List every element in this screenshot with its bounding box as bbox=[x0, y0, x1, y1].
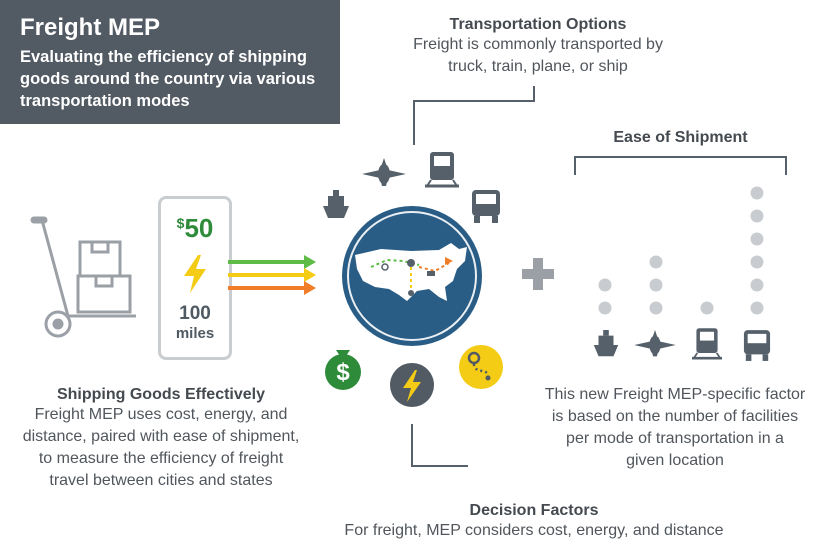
transport-options-line-2: truck, train, plane, or ship bbox=[448, 58, 628, 75]
shipping-block: Shipping Goods Effectively Freight MEP u… bbox=[10, 386, 312, 492]
ease-plane-icon bbox=[634, 330, 676, 357]
truck-icon bbox=[472, 190, 500, 223]
shipping-line-1: Freight MEP uses cost, energy, and bbox=[34, 406, 288, 423]
shipping-heading: Shipping Goods Effectively bbox=[56, 386, 266, 403]
price-card: $50 100 miles bbox=[158, 196, 232, 360]
page-subtitle: Evaluating the efficiency of shipping go… bbox=[20, 48, 316, 110]
ease-dot-plane bbox=[649, 255, 663, 269]
ease-heading: Ease of Shipment bbox=[613, 129, 748, 146]
ease-dot-train bbox=[700, 301, 714, 315]
miles-unit: miles bbox=[175, 325, 215, 342]
plane-icon bbox=[362, 158, 406, 186]
price-value: $50 bbox=[161, 213, 229, 244]
transport-options-block: Transportation Options Freight is common… bbox=[380, 16, 696, 78]
ease-truck-icon bbox=[743, 330, 771, 361]
ease-dot-truck bbox=[750, 209, 764, 223]
plus-icon bbox=[522, 258, 554, 290]
shipping-line-2: distance, paired with ease of shipment, bbox=[22, 428, 300, 445]
ease-dot-truck bbox=[750, 186, 764, 200]
us-map-circle bbox=[342, 206, 482, 346]
ease-dot-truck bbox=[750, 301, 764, 315]
hand-truck-icon bbox=[30, 216, 136, 338]
currency-symbol: $ bbox=[176, 215, 185, 231]
ease-description-line-1: This new Freight MEP-specific factor bbox=[544, 386, 806, 403]
decision-body: For freight, MEP considers cost, energy,… bbox=[344, 522, 724, 539]
factor-arrows bbox=[228, 255, 316, 295]
lightning-icon bbox=[184, 255, 206, 293]
shipping-line-4: travel between cities and states bbox=[49, 472, 273, 489]
decision-heading: Decision Factors bbox=[469, 502, 599, 519]
train-icon bbox=[425, 152, 459, 188]
ease-description-line-4: given location bbox=[626, 452, 724, 469]
transport-options-line-1: Freight is commonly transported by bbox=[413, 36, 663, 53]
decision-block: Decision Factors For freight, MEP consid… bbox=[300, 502, 768, 542]
page-title: Freight MEP bbox=[20, 14, 161, 41]
ease-dot-ship bbox=[598, 278, 612, 292]
ease-train-icon bbox=[692, 328, 722, 360]
money-bag-icon: $ bbox=[325, 350, 361, 390]
ease-ship-icon bbox=[593, 330, 619, 357]
svg-text:$: $ bbox=[336, 359, 350, 386]
ease-dot-ship bbox=[598, 301, 612, 315]
shipping-line-3: to measure the efficiency of freight bbox=[38, 450, 284, 467]
ease-dot-truck bbox=[750, 278, 764, 292]
ship-icon bbox=[323, 190, 349, 218]
ease-dot-plane bbox=[649, 278, 663, 292]
ease-dot-plane bbox=[649, 301, 663, 315]
price-amount: 50 bbox=[184, 213, 214, 243]
miles-value: 100 bbox=[179, 303, 211, 324]
header-box: Freight MEP Evaluating the efficiency of… bbox=[0, 0, 340, 124]
ease-dot-truck bbox=[750, 255, 764, 269]
energy-icon bbox=[390, 363, 434, 407]
transport-options-heading: Transportation Options bbox=[449, 16, 627, 33]
ease-dot-truck bbox=[750, 232, 764, 246]
distance-route-icon bbox=[459, 345, 503, 389]
ease-description-line-3: per mode of transportation in a bbox=[566, 430, 784, 447]
ease-description-line-2: is based on the number of facilities bbox=[551, 408, 799, 425]
ease-description: This new Freight MEP-specific factor is … bbox=[530, 384, 820, 472]
